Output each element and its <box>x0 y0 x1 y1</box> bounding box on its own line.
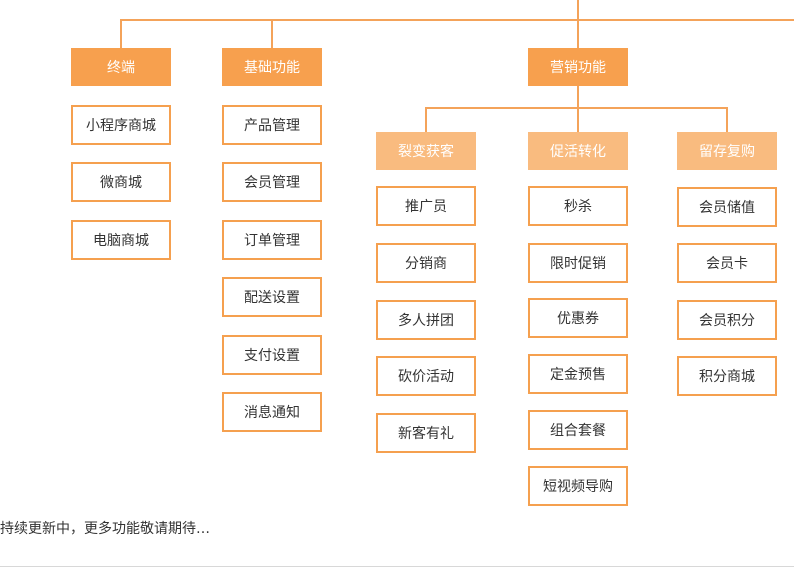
retention-repurchase-item: 会员积分 <box>677 300 777 340</box>
retention-repurchase-item: 积分商城 <box>677 356 777 396</box>
retention-repurchase-header: 留存复购 <box>677 132 777 170</box>
fission-acquisition-item: 推广员 <box>376 186 476 226</box>
activation-conversion-item: 组合套餐 <box>528 410 628 450</box>
footer-divider <box>0 566 794 567</box>
connector-group2-drop <box>577 107 579 133</box>
terminal-item: 电脑商城 <box>71 220 171 260</box>
connector-marketing-stem <box>577 86 579 108</box>
connector-basic-drop <box>271 19 273 49</box>
basic-item: 订单管理 <box>222 220 322 260</box>
connector-group3-drop <box>726 107 728 133</box>
connector-group1-drop <box>425 107 427 133</box>
basic-item: 会员管理 <box>222 162 322 202</box>
activation-conversion-item: 限时促销 <box>528 243 628 283</box>
connector-marketing-drop <box>577 19 579 49</box>
connector-root-stem <box>577 0 579 20</box>
fission-acquisition-item: 新客有礼 <box>376 413 476 453</box>
fission-acquisition-item: 多人拼团 <box>376 300 476 340</box>
activation-conversion-item: 定金预售 <box>528 354 628 394</box>
connector-marketing-bar <box>425 107 728 109</box>
fission-acquisition-item: 砍价活动 <box>376 356 476 396</box>
footer-note: 持续更新中，更多功能敬请期待… <box>0 521 210 537</box>
connector-terminal-drop <box>120 19 122 49</box>
activation-conversion-item: 秒杀 <box>528 186 628 226</box>
basic-item: 配送设置 <box>222 277 322 317</box>
activation-conversion-item: 短视频导购 <box>528 466 628 506</box>
fission-acquisition-header: 裂变获客 <box>376 132 476 170</box>
fission-acquisition-item: 分销商 <box>376 243 476 283</box>
terminal-item: 小程序商城 <box>71 105 171 145</box>
basic-item: 产品管理 <box>222 105 322 145</box>
retention-repurchase-item: 会员储值 <box>677 187 777 227</box>
terminal-item: 微商城 <box>71 162 171 202</box>
basic-item: 消息通知 <box>222 392 322 432</box>
connector-top-bar <box>120 19 794 21</box>
activation-conversion-item: 优惠券 <box>528 298 628 338</box>
basic-item: 支付设置 <box>222 335 322 375</box>
basic-header: 基础功能 <box>222 48 322 86</box>
retention-repurchase-item: 会员卡 <box>677 243 777 283</box>
terminal-header: 终端 <box>71 48 171 86</box>
marketing-header: 营销功能 <box>528 48 628 86</box>
activation-conversion-header: 促活转化 <box>528 132 628 170</box>
